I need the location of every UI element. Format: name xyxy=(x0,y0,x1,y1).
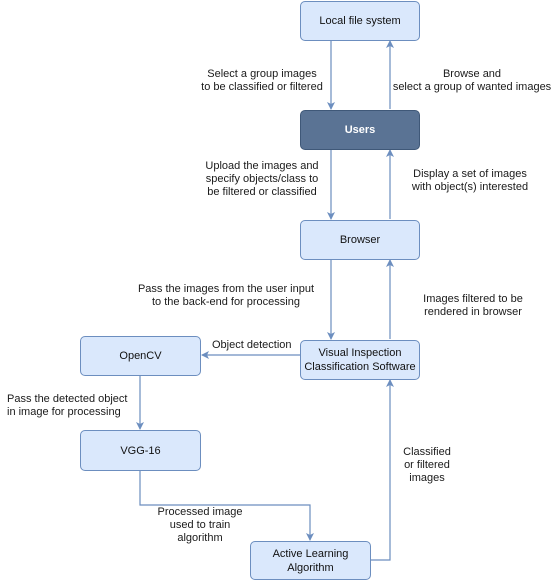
edge-active-to-vics xyxy=(371,379,394,561)
visual-inspection-node: Visual Inspection Classification Softwar… xyxy=(300,340,420,380)
label-display-set: Display a set of images with object(s) i… xyxy=(411,168,529,193)
visual-inspection-label: Visual Inspection Classification Softwar… xyxy=(304,347,416,373)
active-learning-node: Active Learning Algorithm xyxy=(250,541,371,580)
label-processed: Processed image used to train algorithm xyxy=(157,506,243,544)
label-classified: Classified or filtered images xyxy=(403,446,451,484)
browser-node: Browser xyxy=(300,220,420,260)
label-images-filtered: Images filtered to be rendered in browse… xyxy=(423,293,523,318)
vgg16-node: VGG-16 xyxy=(80,430,201,471)
active-learning-label: Active Learning Algorithm xyxy=(272,547,349,574)
label-object-detection: Object detection xyxy=(212,339,292,351)
label-pass-detected: Pass the detected object in image for pr… xyxy=(7,393,128,418)
label-browse-select: Browse and select a group of wanted imag… xyxy=(392,68,552,93)
label-select-group: Select a group images to be classified o… xyxy=(201,68,323,93)
local-file-system-node: Local file system xyxy=(300,1,420,41)
users-node: Users xyxy=(300,110,420,150)
label-upload: Upload the images and specify objects/cl… xyxy=(205,160,319,198)
opencv-node: OpenCV xyxy=(80,336,201,376)
edge-vgg-to-active xyxy=(139,471,314,541)
label-pass-images: Pass the images from the user input to t… xyxy=(137,283,315,308)
